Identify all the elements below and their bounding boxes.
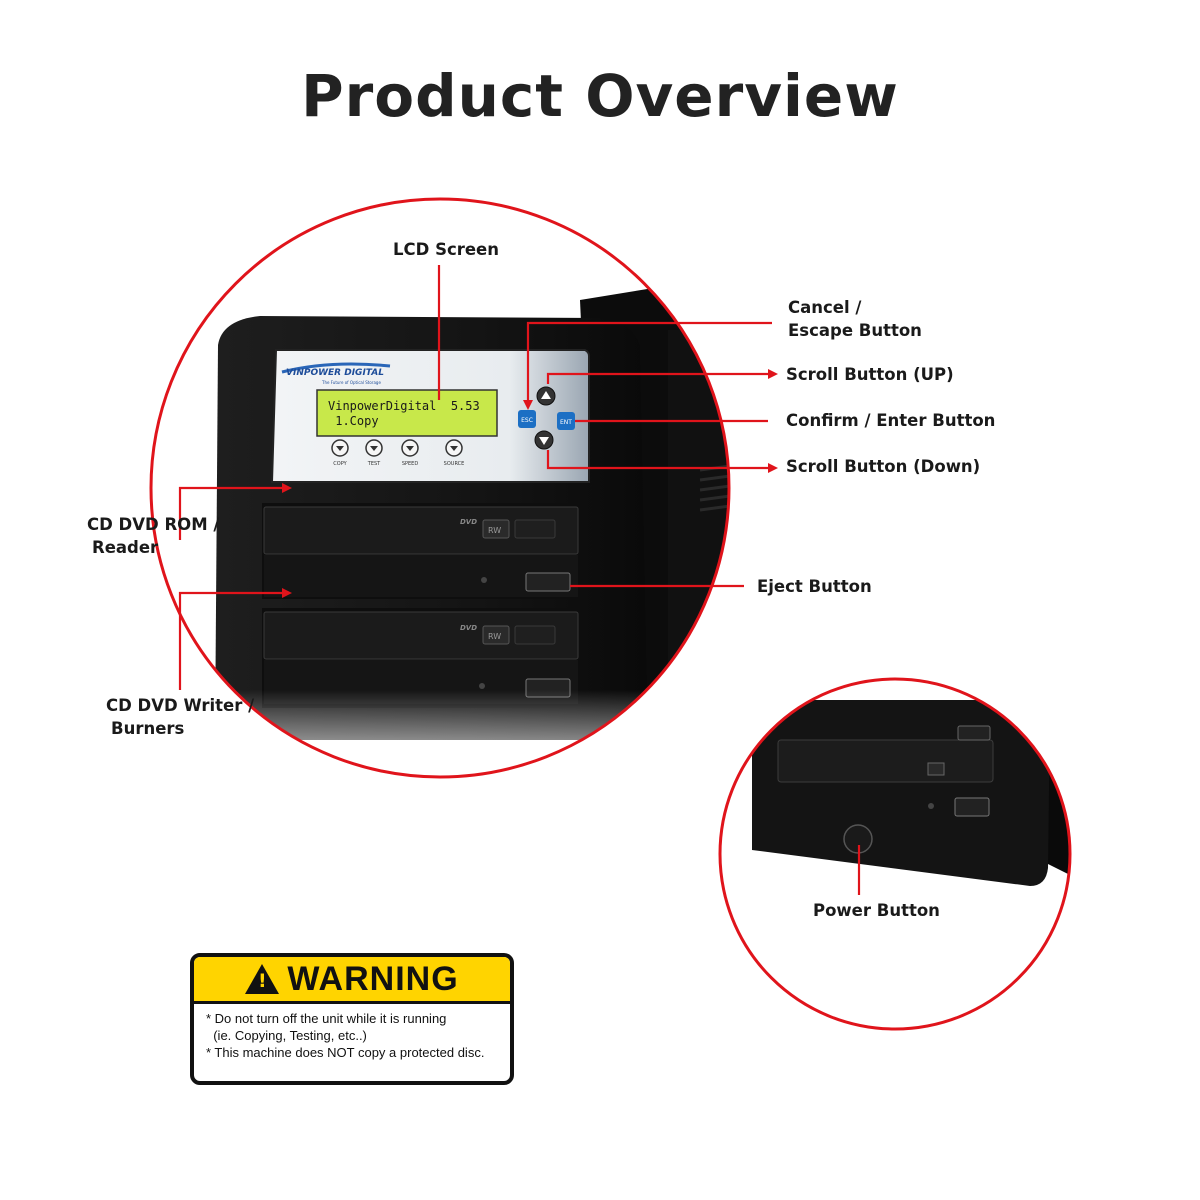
warning-heading: WARNING bbox=[287, 959, 459, 998]
duplicator-bottom-view bbox=[720, 679, 1070, 1029]
lcd-line-1: VinpowerDigital 5.53 bbox=[328, 399, 480, 413]
device-brand-logo: VINPOWER DIGITAL The Future of Optical S… bbox=[286, 368, 384, 385]
dvd-logo-1: DVD bbox=[460, 518, 477, 526]
esc-button-label: ESC bbox=[521, 417, 533, 424]
ent-button-label: ENT bbox=[560, 419, 572, 426]
warning-label: ! WARNING * Do not turn off the unit whi… bbox=[190, 953, 514, 1085]
dvd-logo-2: DVD bbox=[460, 624, 477, 632]
zoom-circle-power bbox=[718, 677, 1072, 1031]
callout-lcd-screen: LCD Screen bbox=[393, 240, 499, 259]
svg-text:VINPOWER DIGITAL: VINPOWER DIGITAL bbox=[286, 368, 384, 378]
lcd-line-2: 1.Copy bbox=[328, 414, 379, 428]
panel-label-speed: SPEED bbox=[402, 461, 419, 467]
pointer-lines bbox=[178, 265, 861, 895]
callout-cancel-escape: Cancel / Escape Button bbox=[788, 298, 922, 340]
warning-triangle-icon: ! bbox=[245, 964, 280, 994]
callout-cd-dvd-writer: CD DVD Writer / Burners bbox=[106, 696, 255, 738]
rw-badge-1: RW bbox=[488, 526, 501, 535]
pointer-arrowheads bbox=[282, 369, 778, 598]
callout-confirm-enter: Confirm / Enter Button bbox=[786, 411, 996, 430]
warning-line-2: (ie. Copying, Testing, etc..) bbox=[206, 1028, 367, 1043]
callout-scroll-down: Scroll Button (Down) bbox=[786, 457, 981, 476]
callout-eject: Eject Button bbox=[757, 577, 872, 596]
callout-cd-dvd-rom: CD DVD ROM / Reader bbox=[87, 515, 220, 557]
warning-header: ! WARNING bbox=[194, 957, 510, 1004]
panel-label-source: SOURCE bbox=[444, 461, 465, 467]
callout-power-button: Power Button bbox=[813, 901, 940, 920]
panel-label-test: TEST bbox=[367, 461, 381, 467]
callout-scroll-up: Scroll Button (UP) bbox=[786, 365, 954, 384]
svg-text:The Future of Optical Storage: The Future of Optical Storage bbox=[321, 380, 381, 385]
warning-line-1: * Do not turn off the unit while it is r… bbox=[206, 1011, 447, 1026]
warning-body: * Do not turn off the unit while it is r… bbox=[194, 1004, 510, 1061]
panel-label-copy: COPY bbox=[333, 461, 347, 467]
warning-line-3: * This machine does NOT copy a protected… bbox=[206, 1045, 485, 1060]
rw-badge-2: RW bbox=[488, 632, 501, 641]
page-title: Product Overview bbox=[301, 62, 899, 130]
panel-button-labels: COPY TEST SPEED SOURCE bbox=[333, 461, 464, 467]
zoom-circle-main bbox=[149, 197, 731, 779]
